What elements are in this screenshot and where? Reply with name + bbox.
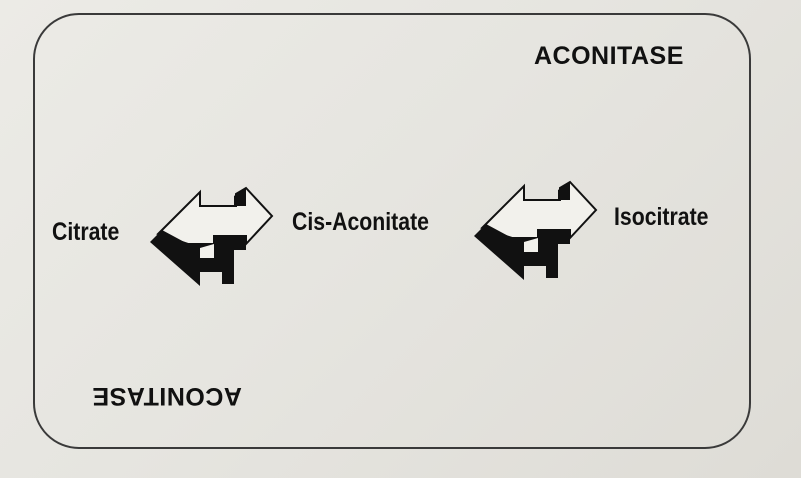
reversible-arrow-icon [474, 180, 598, 280]
card-border [33, 13, 751, 449]
product-label: Isocitrate [614, 203, 709, 231]
substrate-label: Citrate [52, 218, 120, 246]
intermediate-label: Cis-Aconitate [292, 208, 429, 236]
reversible-arrow-icon [150, 186, 274, 286]
enzyme-title-top: ACONITASE [534, 42, 684, 70]
enzyme-title-bottom-inverted: ACONITASE [92, 382, 242, 410]
